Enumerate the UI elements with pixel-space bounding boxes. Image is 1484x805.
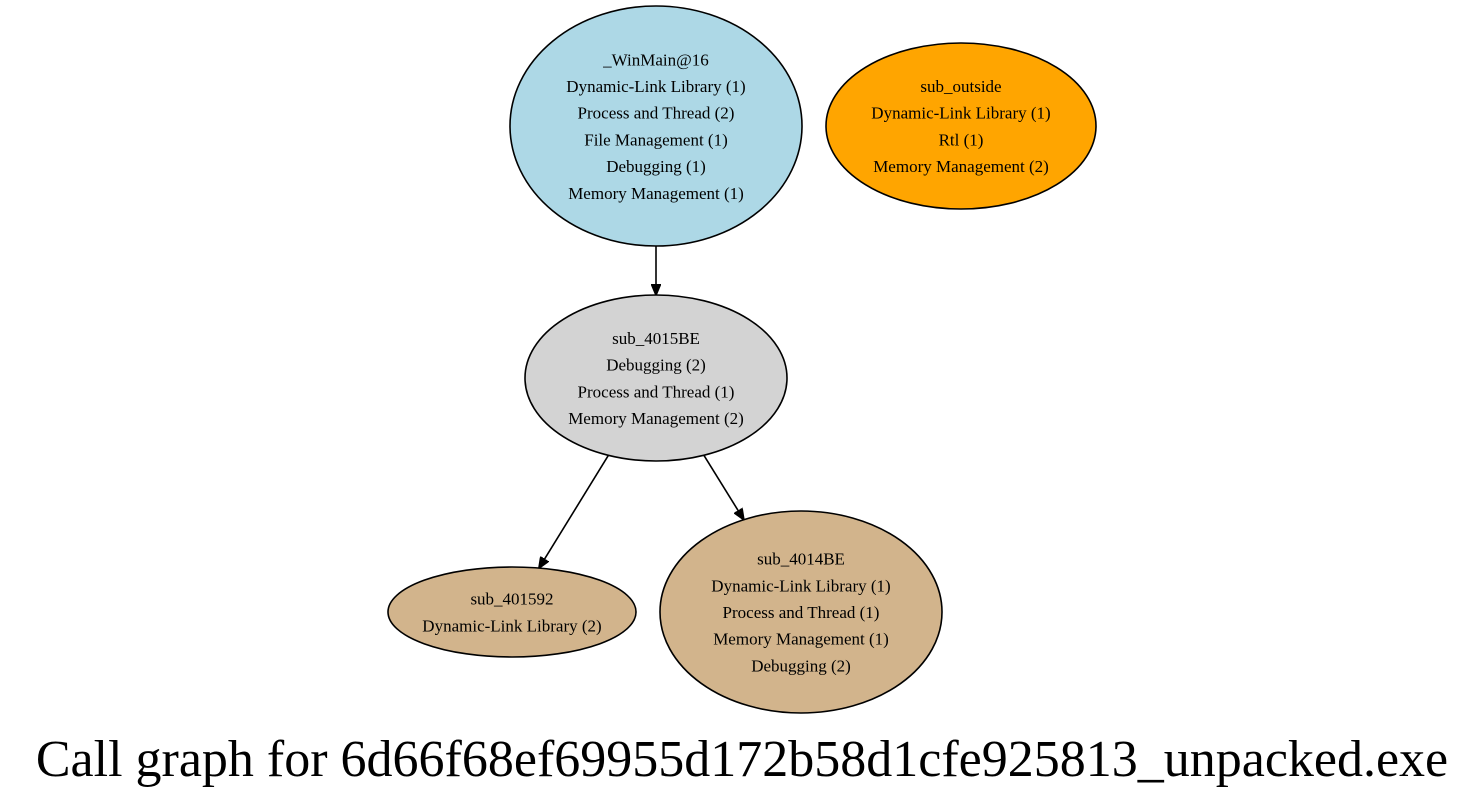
sub-4015be-node: sub_4015BE Debugging (2) Process and Threa… <box>524 294 788 462</box>
edges-layer <box>539 246 744 568</box>
sub-4015be-node-api-line: Process and Thread (1) <box>578 382 735 401</box>
sub-outside-node-title: sub_outside <box>920 77 1001 96</box>
sub-4015be-node-title: sub_4015BE <box>612 329 700 348</box>
sub-4014be-node-api-line: Memory Management (1) <box>713 630 889 649</box>
sub-4015be-node-api-line: Debugging (2) <box>606 356 706 375</box>
sub-outside-node-api-line: Memory Management (2) <box>873 157 1049 176</box>
sub-outside-node-ellipse <box>825 42 1097 210</box>
winmain-node-api-line: Memory Management (1) <box>568 184 744 203</box>
winmain-node-api-line: Dynamic-Link Library (1) <box>566 77 745 96</box>
winmain-node-api-line: Debugging (1) <box>606 157 706 176</box>
graph-caption: Call graph for 6d66f68ef69955d172b58d1cf… <box>36 731 1448 788</box>
winmain-node-api-line: File Management (1) <box>584 130 728 149</box>
sub-401592-node-api-line: Dynamic-Link Library (2) <box>422 616 601 635</box>
sub-4015be-node-ellipse <box>524 294 788 462</box>
sub-401592-node-title: sub_401592 <box>470 590 553 609</box>
winmain-node-title: _WinMain@16 <box>602 50 709 69</box>
sub-4015be-node-api-line: Memory Management (2) <box>568 409 744 428</box>
sub-4014be-node-api-line: Process and Thread (1) <box>723 603 880 622</box>
sub-401592-node-ellipse <box>387 566 637 658</box>
winmain-node-ellipse <box>509 5 803 247</box>
edge-sub_4015BE-to-sub_401592 <box>539 454 610 568</box>
sub-4014be-node: sub_4014BE Dynamic-Link Library (1) Proces… <box>659 510 943 714</box>
sub-4014be-node-api-line: Dynamic-Link Library (1) <box>711 576 890 595</box>
sub-outside-node-api-line: Dynamic-Link Library (1) <box>871 104 1050 123</box>
sub-4014be-node-title: sub_4014BE <box>757 550 845 569</box>
winmain-node-api-line: Process and Thread (2) <box>578 104 735 123</box>
sub-4014be-node-api-line: Debugging (2) <box>751 656 851 675</box>
sub-outside-node-api-line: Rtl (1) <box>939 130 984 149</box>
edge-sub_4015BE-to-sub_4014BE <box>703 454 744 519</box>
sub-4014be-node-ellipse <box>659 510 943 714</box>
